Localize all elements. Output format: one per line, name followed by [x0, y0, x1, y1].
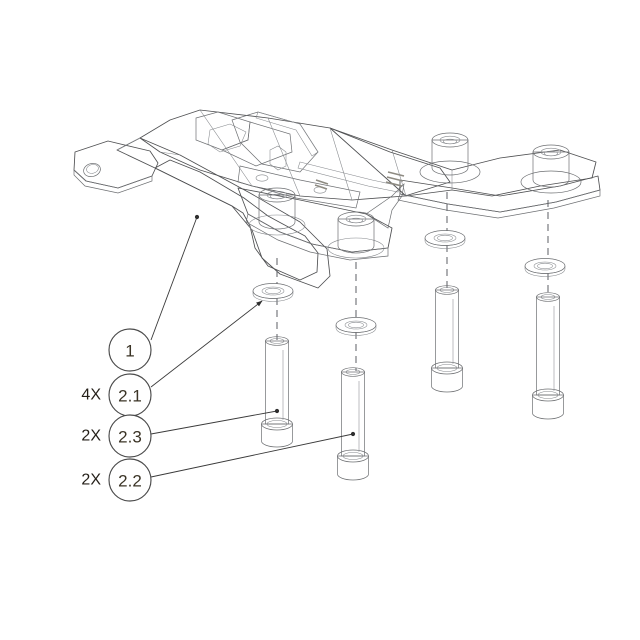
bracket-front-boss-shelf [237, 187, 393, 253]
leader-line-2-2 [150, 433, 354, 478]
assembly-axis-group [276, 192, 549, 371]
bolt-rear-right [532, 292, 564, 420]
washer-group [252, 230, 566, 336]
washer-rear-right [524, 258, 566, 277]
callout-2-2[interactable]: 2.2 2X [81, 458, 152, 502]
callout-2-3[interactable]: 2.3 2X [81, 414, 152, 458]
bracket-small-bore-left [255, 174, 269, 182]
bolt-front-right [337, 367, 369, 481]
bushing-group [258, 132, 570, 254]
pivot-eye-hole [83, 163, 101, 177]
bracket-channel-mid [221, 121, 293, 167]
bushing-rear-left [431, 132, 469, 176]
bracket-front-boss-edge [245, 213, 389, 261]
leader-dot-2-3 [274, 408, 280, 414]
bushing-front-left [258, 187, 296, 230]
bolt-group [261, 285, 564, 481]
bracket-rear-arm-lip [397, 189, 601, 219]
bolt-front-left [261, 336, 293, 448]
callout-2-2-quantity: 2X [81, 472, 101, 489]
bracket-arm-transition [365, 182, 405, 229]
callout-2-1-quantity: 4X [81, 387, 101, 404]
bracket-top-plate-right [329, 127, 597, 197]
bracket-gusset-edge [255, 111, 319, 157]
callout-2-3-quantity: 2X [81, 428, 101, 445]
callout-2-1[interactable]: 2.1 4X [81, 373, 152, 417]
bracket-landing-pad [237, 165, 361, 209]
pivot-eye-hole-inner [86, 164, 99, 174]
bushing-pad-rear-left [419, 160, 481, 184]
bracket-hook-slot [269, 145, 287, 171]
leader-dot-1 [194, 214, 200, 220]
pivot-eye-arm-edge [73, 169, 153, 194]
bushing-pad-front-right [327, 237, 385, 259]
callout-1-label: 1 [125, 342, 134, 361]
leader-line-group [150, 214, 356, 478]
bushing-rear-right [532, 144, 570, 188]
callout-group: 1 2.1 4X 2.3 2X 2.2 2X [81, 328, 152, 502]
callout-1-circle[interactable] [108, 328, 152, 372]
bushing-pad-rear-right [520, 170, 582, 194]
bracket-marking-marks [314, 171, 405, 190]
bolt-rear-left [431, 285, 463, 393]
bracket-pocket-left [207, 123, 247, 153]
bracket-crease-lines [116, 109, 453, 201]
leader-line-1 [150, 216, 198, 341]
bracket-front-skirt [154, 159, 319, 281]
callout-2-2-label: 2.2 [118, 472, 142, 491]
leader-dot-2-2 [350, 431, 356, 437]
washer-front-left [252, 283, 294, 302]
bracket-top-plate-left [139, 109, 451, 201]
washer-rear-left [424, 230, 466, 249]
callout-2-1-label: 2.1 [118, 387, 142, 406]
bracket-body [73, 109, 601, 289]
callout-2-2-circle[interactable] [108, 458, 152, 502]
bracket-emboss-strip [297, 161, 401, 193]
callout-1[interactable]: 1 [108, 328, 152, 372]
bushing-front-right [337, 211, 375, 254]
bracket-front-wall [116, 137, 331, 289]
leader-line-2-1 [150, 300, 263, 388]
washer-front-right [335, 317, 377, 336]
bushing-pad-front-left [248, 214, 306, 236]
callout-2-3-circle[interactable] [108, 414, 152, 458]
callout-2-3-label: 2.3 [118, 428, 142, 447]
leader-line-2-3 [150, 410, 278, 435]
